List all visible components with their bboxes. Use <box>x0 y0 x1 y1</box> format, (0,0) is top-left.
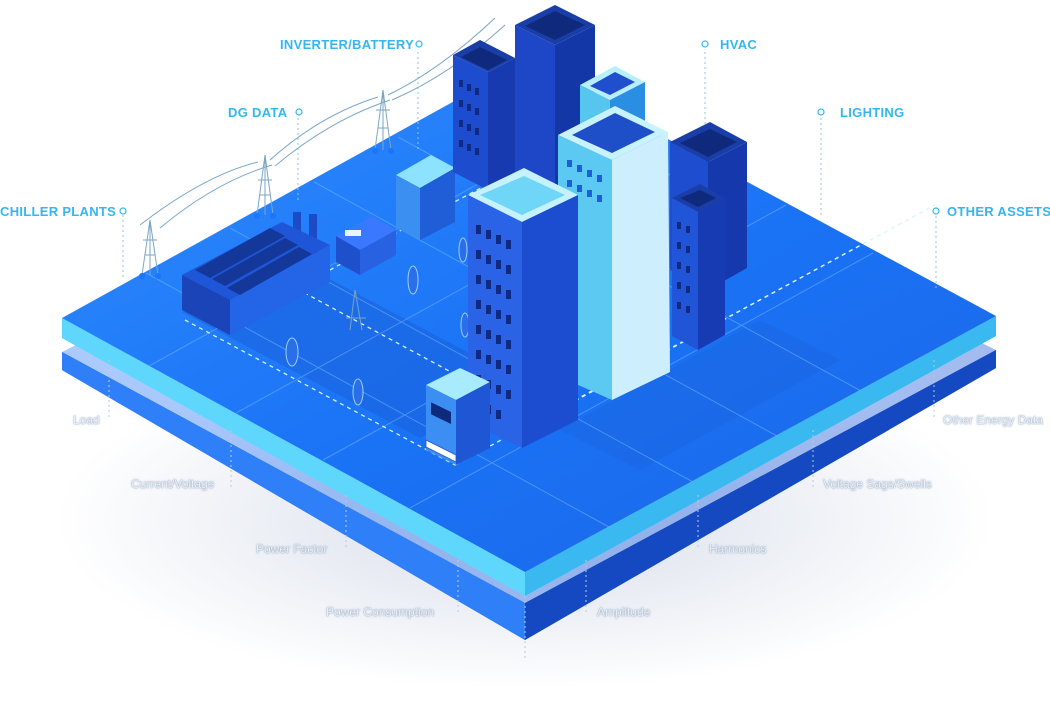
label-current-voltage: Current/Voltage <box>131 477 215 491</box>
trees <box>285 237 470 406</box>
tower-main-front <box>468 168 578 448</box>
label-load: Load <box>73 413 100 427</box>
power-pylons <box>139 17 506 331</box>
pylon-bases <box>139 148 394 279</box>
label-amplitude: Amplitude <box>597 605 651 619</box>
small-building-left <box>396 155 455 240</box>
label-lighting: LIGHTING <box>840 105 905 120</box>
tower-back-left <box>453 40 515 190</box>
bottom-connectors <box>108 360 935 660</box>
workshop-building <box>336 216 396 275</box>
label-hvac: HVAC <box>720 37 758 52</box>
label-chiller-plants: CHILLER PLANTS <box>0 204 117 219</box>
label-voltage-sags-swells: Voltage Sags/Swells <box>823 477 932 491</box>
label-harmonics: Harmonics <box>709 542 767 556</box>
factory-building <box>182 212 330 335</box>
label-power-factor: Power Factor <box>256 542 328 556</box>
label-power-consumption: Power Consumption <box>326 605 435 619</box>
top-connector-dots <box>119 40 940 215</box>
label-other-energy-data: Other Energy Data <box>943 413 1044 427</box>
shop-building <box>425 368 490 465</box>
label-dg-data: DG DATA <box>228 105 288 120</box>
label-inverter-battery: INVERTER/BATTERY <box>280 37 415 52</box>
tower-right-front <box>672 184 725 350</box>
label-other-assets: OTHER ASSETS <box>947 204 1050 219</box>
top-connectors <box>122 52 937 290</box>
